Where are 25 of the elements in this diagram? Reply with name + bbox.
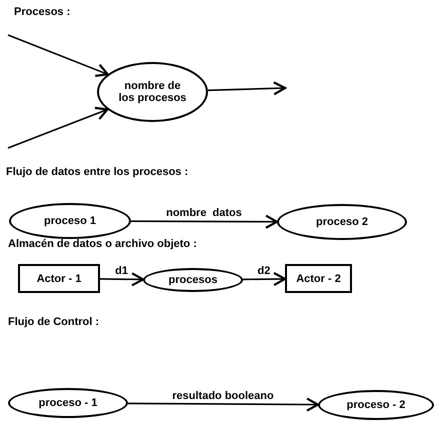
arrow: [8, 106, 108, 149]
node-text: proceso - 1: [38, 397, 98, 409]
edge-label: d2: [256, 265, 272, 278]
node-text: proceso 1: [44, 215, 96, 227]
arrow: [242, 272, 286, 286]
section-heading: Flujo de datos entre los procesos :: [6, 166, 188, 178]
node-text: proceso 2: [316, 216, 368, 228]
section-heading: Almacén de datos o archivo objeto :: [8, 238, 197, 250]
node-text: nombre de los procesos: [118, 80, 188, 104]
section-heading: Procesos :: [14, 6, 70, 18]
edge-label: nombre datos: [164, 207, 244, 220]
arrow: [100, 272, 144, 286]
node-text: Actor - 1: [36, 272, 82, 284]
arrow: [131, 214, 278, 229]
node-text: proceso - 2: [346, 399, 406, 411]
arrow: [8, 34, 109, 77]
arrow: [128, 397, 320, 412]
edge-label: resultado booleano: [170, 390, 276, 402]
actor-box: [285, 264, 352, 293]
edge-label: d1: [113, 265, 130, 278]
arrow: [208, 81, 286, 96]
actor-box: [18, 264, 100, 293]
node-text: Actor - 2: [296, 272, 341, 284]
section-heading: Flujo de Control :: [8, 316, 100, 328]
node-text: procesos: [168, 274, 218, 286]
